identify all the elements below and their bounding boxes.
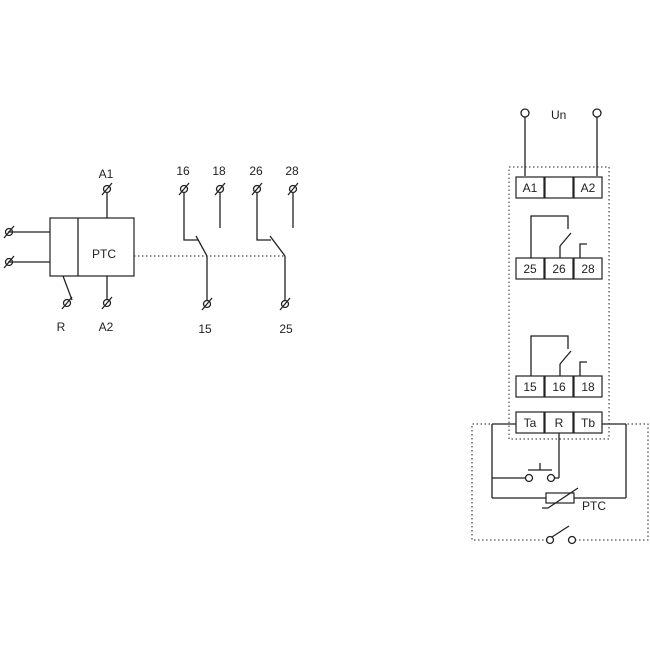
contact-16-lead xyxy=(183,193,198,241)
terminal-r-label: R xyxy=(57,320,66,334)
terminal-row-supply: A1 A2 xyxy=(515,176,603,199)
terminal-row-sensor: Ta R Tb xyxy=(515,411,603,434)
terminal-r-symbol xyxy=(61,296,73,310)
terminal-a1-label: A1 xyxy=(99,167,114,181)
row2-cell-3: 28 xyxy=(581,262,595,276)
contact-15-blade xyxy=(195,235,208,257)
row3-cell-3: 18 xyxy=(581,380,595,394)
ptc-block-label: PTC xyxy=(92,247,116,261)
row1-cell-3: A2 xyxy=(581,181,596,195)
external-loop-right xyxy=(575,423,649,541)
terminal-25-label: 25 xyxy=(279,322,293,336)
ptc-sensor-label: PTC xyxy=(582,499,606,513)
row4-cell-2: R xyxy=(555,416,564,430)
contact-symbol-1 xyxy=(530,335,587,376)
terminal-a1-symbol xyxy=(101,182,113,196)
terminal-28-label: 28 xyxy=(285,164,299,178)
supply-label: Un xyxy=(551,108,566,122)
terminal-15-symbol xyxy=(201,297,213,311)
row2-cell-1: 25 xyxy=(523,262,537,276)
row4-cell-3: Tb xyxy=(581,416,595,430)
row3-cell-1: 15 xyxy=(523,380,537,394)
terminal-16-label: 16 xyxy=(176,164,190,178)
left-schematic: PTC A1 A2 R 16 xyxy=(3,164,299,336)
row4-cell-1: Ta xyxy=(524,416,537,430)
reset-lead xyxy=(62,275,73,301)
row2-cell-2: 26 xyxy=(552,262,566,276)
terminal-26-label: 26 xyxy=(249,164,263,178)
right-device-diagram: Un A1 A2 25 26 28 xyxy=(471,108,649,545)
terminal-28-symbol xyxy=(287,182,299,196)
external-switch-symbol xyxy=(545,525,577,545)
row1-cell-1: A1 xyxy=(523,181,538,195)
row3-cell-2: 16 xyxy=(552,380,566,394)
terminal-26-symbol xyxy=(251,182,263,196)
contact-symbol-2 xyxy=(530,215,587,258)
terminal-row-contact-2: 25 26 28 xyxy=(515,257,603,280)
terminal-16-symbol xyxy=(178,182,190,196)
contact-25-blade xyxy=(269,235,286,257)
terminal-18-label: 18 xyxy=(212,164,226,178)
device-housing-outline xyxy=(508,166,610,440)
terminal-25-symbol xyxy=(279,297,291,311)
terminal-sensor-1-symbol xyxy=(3,225,15,239)
supply-terminal-right-icon xyxy=(592,108,602,118)
reset-pushbutton-symbol xyxy=(492,433,560,483)
ptc-thermistor-symbol xyxy=(492,487,626,509)
ptc-relay-block xyxy=(49,217,135,277)
terminal-sensor-2-symbol xyxy=(3,255,15,269)
supply-terminal-left-icon xyxy=(520,108,530,118)
terminal-row-contact-1: 15 16 18 xyxy=(515,375,603,398)
terminal-18-symbol xyxy=(214,182,226,196)
terminal-a2-label: A2 xyxy=(99,320,114,334)
external-loop-left xyxy=(471,423,549,541)
terminal-a2-symbol xyxy=(101,296,113,310)
contact-26-lead xyxy=(256,193,271,241)
terminal-15-label: 15 xyxy=(198,322,212,336)
